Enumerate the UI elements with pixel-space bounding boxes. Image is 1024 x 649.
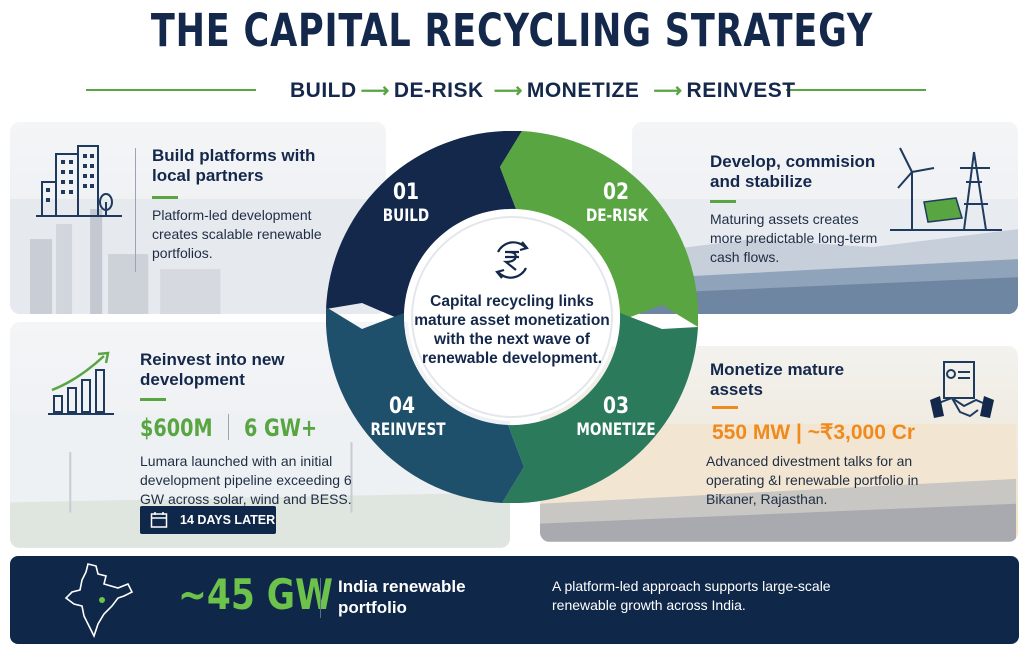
monetize-body: Advanced divestment talks for an operati… bbox=[706, 453, 919, 507]
derisk-body: Maturing assets creates more predictable… bbox=[710, 211, 878, 265]
segment-derisk-label: DE-RISK bbox=[585, 206, 649, 226]
arrow-icon: ⟶ bbox=[653, 80, 683, 102]
cycle-center-text: Capital recycling links mature asset mon… bbox=[414, 293, 610, 367]
segment-monetize-number: 03 bbox=[602, 394, 630, 419]
wind-solar-tower-icon bbox=[890, 147, 1002, 231]
derisk-card: Develop, commision and stabilize Maturin… bbox=[632, 122, 1018, 314]
arrow-icon: ⟶ bbox=[360, 80, 390, 102]
steps-sequence: BUILD⟶DE-RISK⟶MONETIZE⟶REINVEST bbox=[290, 78, 796, 103]
stat-funding: $600M bbox=[140, 414, 213, 442]
growth-chart-icon bbox=[48, 351, 114, 415]
step-reinvest: REINVEST bbox=[686, 79, 796, 102]
segment-monetize bbox=[502, 313, 698, 503]
left-divider bbox=[86, 89, 256, 91]
capital-cycle-wheel bbox=[326, 131, 698, 503]
portfolio-banner: ~45 GW India renewable portfolio A platf… bbox=[10, 556, 1019, 644]
segment-build-number: 01 bbox=[392, 180, 420, 205]
segment-build bbox=[326, 131, 522, 321]
monetize-card: Monetize mature assets Advanced divestme… bbox=[540, 346, 1018, 542]
divider bbox=[135, 148, 136, 272]
step-derisk: DE-RISK bbox=[393, 79, 484, 102]
accent-bar bbox=[140, 398, 166, 401]
segment-reinvest-label: REINVEST bbox=[370, 420, 446, 440]
handshake-contract-icon bbox=[930, 361, 994, 418]
rupee-cycle-icon bbox=[495, 241, 529, 279]
calendar-icon bbox=[150, 512, 168, 528]
solar-field-scene bbox=[632, 198, 1018, 314]
build-heading: Build platforms with local partners bbox=[152, 146, 316, 185]
derisk-heading: Develop, commision and stabilize bbox=[710, 152, 876, 191]
step-build: BUILD bbox=[290, 79, 357, 102]
portfolio-label: India renewable portfolio bbox=[338, 577, 466, 617]
monetize-heading: Monetize mature assets bbox=[710, 360, 845, 399]
timeline-badge: 14 DAYS LATER bbox=[140, 506, 276, 534]
badge-label: 14 DAYS LATER bbox=[180, 513, 276, 527]
arrow-icon: ⟶ bbox=[493, 80, 523, 102]
segment-derisk bbox=[500, 131, 698, 327]
accent-bar bbox=[152, 196, 178, 199]
stat-pipeline: 6 GW+ bbox=[244, 414, 318, 442]
industrial-scene bbox=[10, 198, 386, 314]
step-monetize: MONETIZE bbox=[526, 79, 640, 102]
steps-bar: BUILD⟶DE-RISK⟶MONETIZE⟶REINVEST bbox=[0, 78, 1024, 102]
build-body: Platform-led development creates scalabl… bbox=[152, 207, 322, 261]
divider bbox=[320, 578, 321, 618]
india-map-icon bbox=[64, 563, 134, 638]
portfolio-size: ~45 GW bbox=[178, 570, 334, 619]
segment-reinvest bbox=[326, 307, 524, 503]
reinvest-heading: Reinvest into new development bbox=[140, 350, 285, 389]
page-title: THE CAPITAL RECYCLING STRATEGY bbox=[150, 4, 874, 57]
reinvest-body: Lumara launched with an initial developm… bbox=[140, 453, 352, 507]
segment-build-label: BUILD bbox=[382, 206, 430, 226]
divider bbox=[228, 414, 229, 440]
accent-bar bbox=[710, 200, 736, 203]
right-divider bbox=[786, 89, 926, 91]
segment-reinvest-number: 04 bbox=[388, 394, 416, 419]
monetize-stat: 550 MW | ~₹3,000 Cr bbox=[712, 421, 916, 444]
segment-derisk-number: 02 bbox=[602, 180, 630, 205]
portfolio-description: A platform-led approach supports large-s… bbox=[552, 578, 831, 613]
segment-monetize-label: MONETIZE bbox=[576, 420, 656, 440]
city-buildings-icon bbox=[36, 145, 122, 217]
accent-bar bbox=[712, 406, 738, 409]
build-card: Build platforms with local partners Plat… bbox=[10, 122, 386, 314]
